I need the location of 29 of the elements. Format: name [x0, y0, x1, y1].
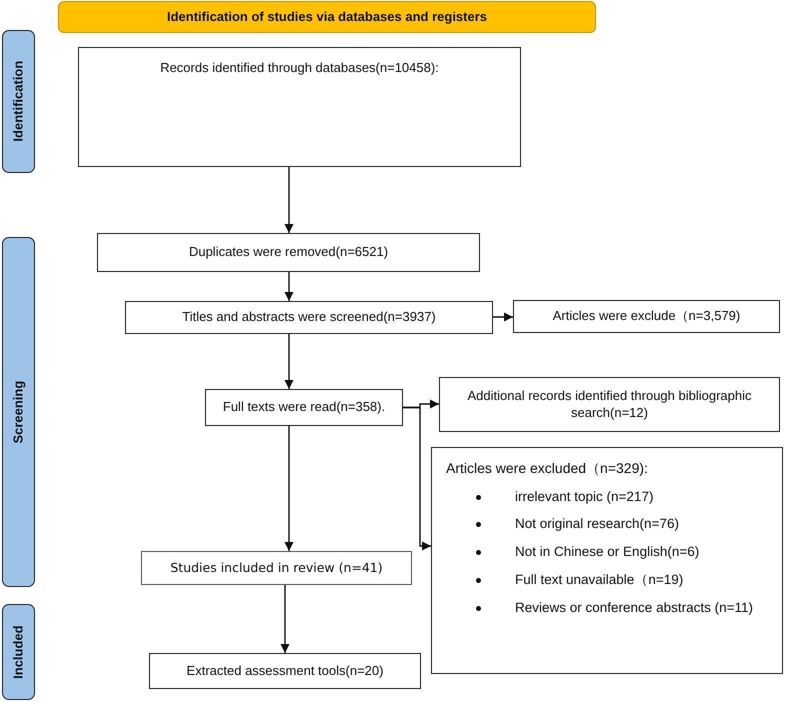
phase-label [2, 30, 35, 173]
process-box: Titles and abstracts were screened(n=3937) [125, 301, 493, 334]
phase-label-text: Screening [10, 380, 26, 444]
list-item: Not in Chinese or English(n=6) [515, 544, 700, 562]
arrow [284, 167, 294, 233]
arrow [284, 334, 294, 389]
list-item: irrelevant topic (n=217) [515, 488, 654, 506]
process-box: Additional records identified through bibliographic search(n=12) [439, 377, 780, 432]
process-box: Full texts were read(n=358). [205, 389, 403, 426]
process-box: Records identified through databases(n=10458): [78, 47, 521, 167]
arrow [284, 426, 294, 551]
process-box: Studies included in review (n=41) [141, 551, 412, 585]
phase-label-text: Included [10, 625, 26, 679]
arrow [403, 406, 431, 550]
title-banner: Identification of studies via databases and registers [58, 1, 596, 33]
process-box: Articles were exclude（n=3,579) [513, 300, 780, 333]
arrow [493, 312, 513, 322]
list-heading: Articles were excluded（n=329): [446, 460, 648, 478]
list-item: Full text unavailable（n=19) [515, 572, 684, 589]
phase-label [2, 604, 35, 700]
arrow [284, 272, 294, 301]
list-item: Reviews or conference abstracts (n=11) [515, 600, 753, 617]
phase-label [2, 237, 35, 587]
list-item: Not original research(n=76) [515, 516, 679, 534]
arrow [280, 585, 290, 653]
process-box: Duplicates were removed(n=6521) [97, 233, 480, 272]
process-box: Extracted assessment tools(n=20) [149, 653, 421, 689]
exclusion-box [431, 447, 783, 674]
phase-label-text: Identification [10, 61, 26, 142]
